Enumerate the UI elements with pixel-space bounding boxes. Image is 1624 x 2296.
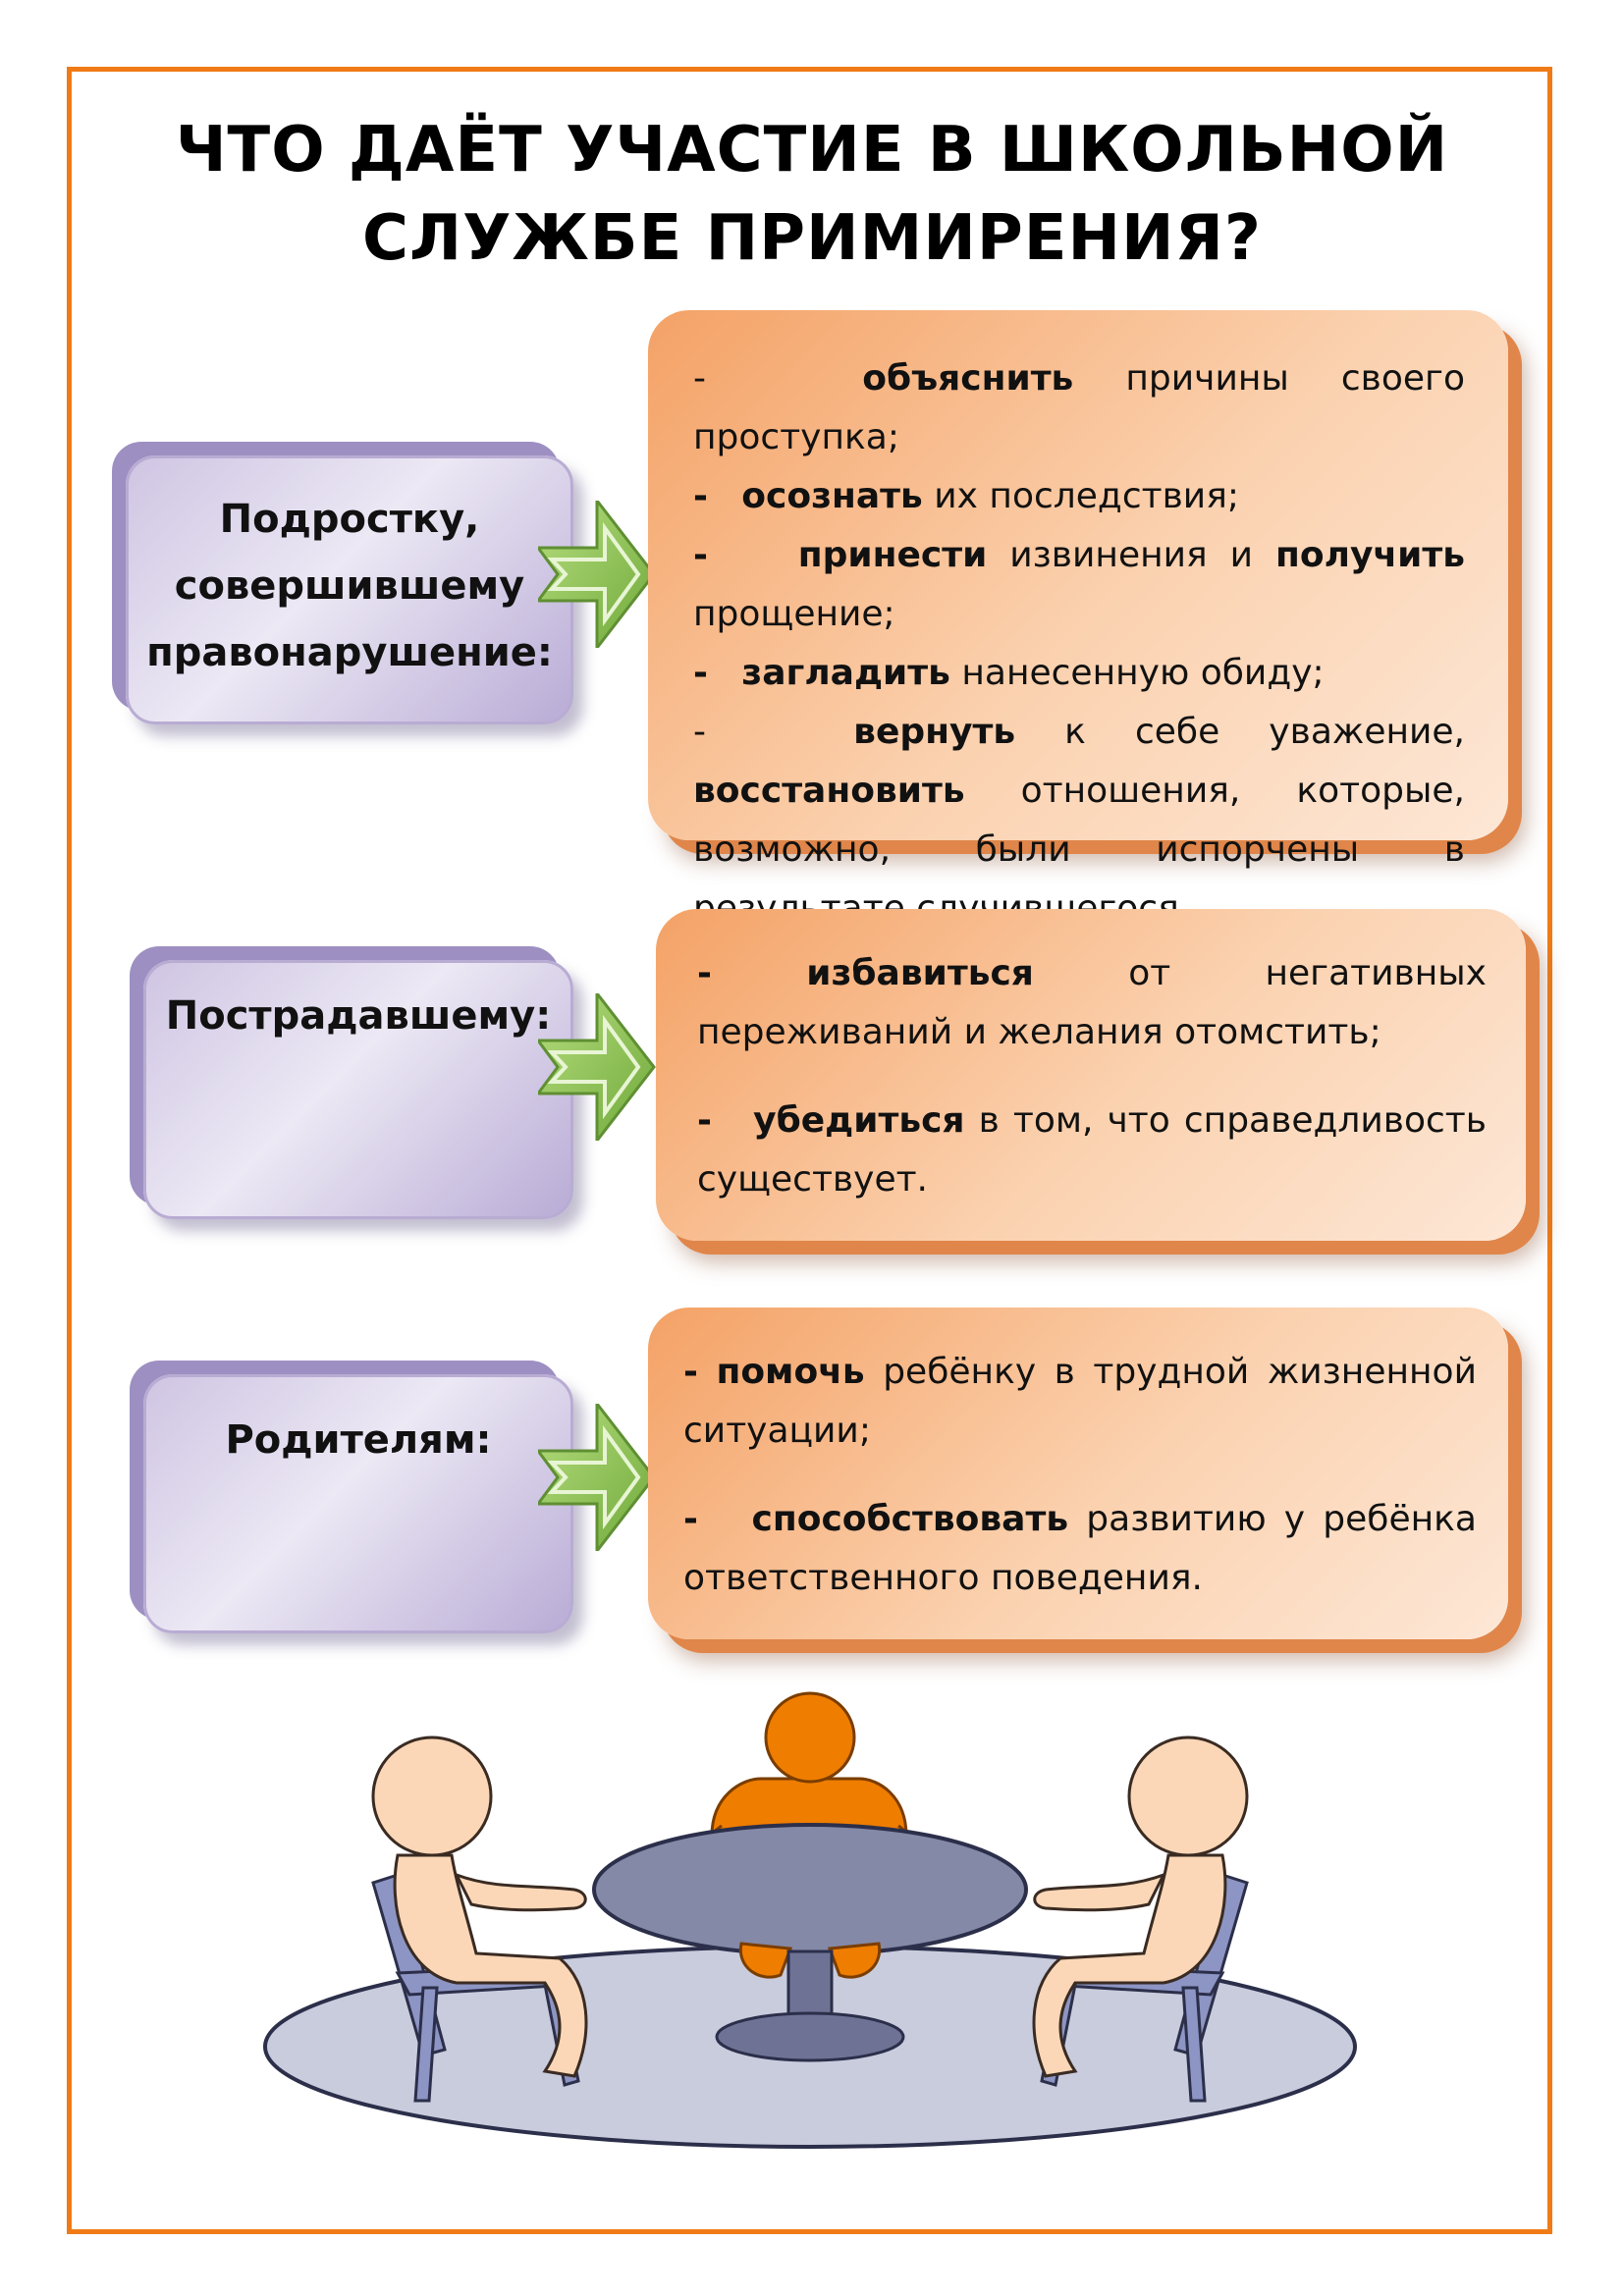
page-title: ЧТО ДАЁТ УЧАСТИЕ В ШКОЛЬНОЙ СЛУЖБЕ ПРИМИ…: [98, 106, 1526, 283]
benefits-victim: - избавиться от негативных переживаний и…: [656, 909, 1526, 1241]
right-person: [1032, 1735, 1249, 2078]
label-parents: Родителям:: [143, 1374, 573, 1633]
table-top: [592, 1823, 1028, 1956]
label-offender-line-1: Подростку,: [219, 497, 480, 542]
right-arrow-icon: [538, 993, 656, 1141]
offender-item-4: - загладить нанесенную обиду;: [693, 653, 1325, 693]
page-frame: [67, 67, 1552, 2234]
offender-item-3: - принести извинения и получить прощение…: [693, 535, 1465, 634]
victim-item-1: - избавиться от негативных переживаний и…: [697, 953, 1487, 1052]
parents-item-2: - способствовать развитию у ребёнка отве…: [683, 1499, 1477, 1598]
title-line-2: СЛУЖБЕ ПРИМИРЕНИЯ?: [361, 202, 1263, 275]
benefits-parents: - помочь ребёнку в трудной жизненной сит…: [648, 1308, 1508, 1639]
parents-item-1: - помочь ребёнку в трудной жизненной сит…: [683, 1352, 1477, 1451]
label-offender-line-3: правонарушение:: [146, 630, 553, 675]
offender-item-1: - объяснить причины своего проступка;: [693, 358, 1465, 457]
offender-item-2: - осознать их последствия;: [693, 476, 1239, 516]
right-arrow-icon: [538, 1404, 656, 1551]
label-offender-line-2: совершившему: [174, 563, 525, 609]
right-arrow-icon: [538, 501, 656, 648]
label-offender: Подростку, совершившему правонарушение:: [126, 455, 573, 724]
mediation-table-illustration: [263, 1691, 1357, 2149]
label-parents-line-1: Родителям:: [225, 1417, 492, 1463]
benefits-offender: - объяснить причины своего проступка; - …: [648, 310, 1508, 929]
left-person: [371, 1735, 588, 2078]
offender-item-5: - вернуть к себе уважение, восстановить …: [693, 712, 1465, 929]
label-victim: Пострадавшему:: [143, 960, 573, 1219]
victim-item-2: - убедиться в том, что справедливость су…: [697, 1100, 1487, 1200]
title-line-1: ЧТО ДАЁТ УЧАСТИЕ В ШКОЛЬНОЙ: [175, 114, 1449, 187]
label-victim-line-1: Пострадавшему:: [165, 993, 552, 1039]
